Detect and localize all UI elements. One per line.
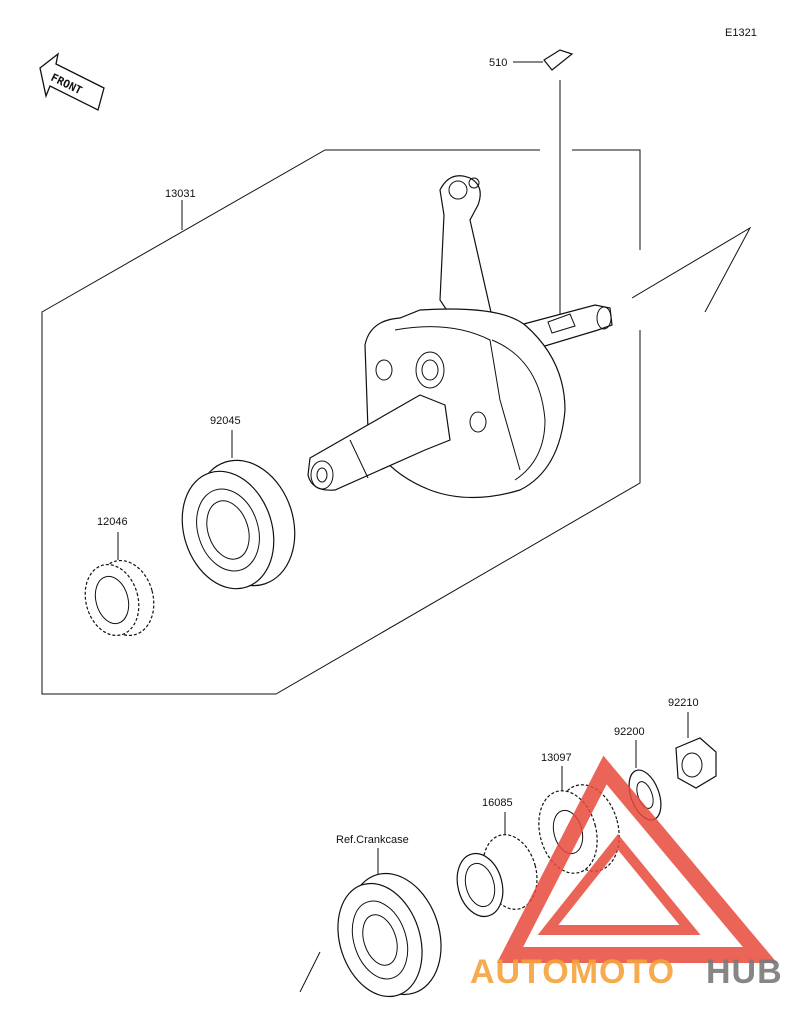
part-label-13097: 13097: [541, 752, 572, 764]
part-510: 510: [489, 49, 574, 320]
diagram-code: E1321: [725, 27, 757, 39]
nut-92210: [675, 737, 717, 789]
crankshaft: [307, 175, 613, 499]
part-label-13031: 13031: [165, 188, 196, 200]
ref-crankcase-label: Ref.Crankcase: [336, 834, 409, 846]
front-arrow-icon: FRONT: [39, 52, 105, 111]
watermark-logo: [496, 755, 778, 963]
part-label-12046: 12046: [97, 516, 128, 528]
gear-16085: [456, 834, 538, 918]
bearing-92045: [181, 459, 296, 590]
part-label-92200: 92200: [614, 726, 645, 738]
gear-12046: [84, 559, 155, 637]
assembly-frame-13031: [41, 149, 752, 695]
part-label-92045: 92045: [210, 415, 241, 427]
part-label-16085: 16085: [482, 797, 513, 809]
bearing-crankcase: [337, 872, 442, 998]
watermark-text-1: AUTOMOTO: [470, 953, 675, 991]
watermark-text-2: HUB: [706, 953, 783, 991]
part-label-92210: 92210: [668, 697, 699, 709]
part-label-510: 510: [489, 57, 507, 69]
